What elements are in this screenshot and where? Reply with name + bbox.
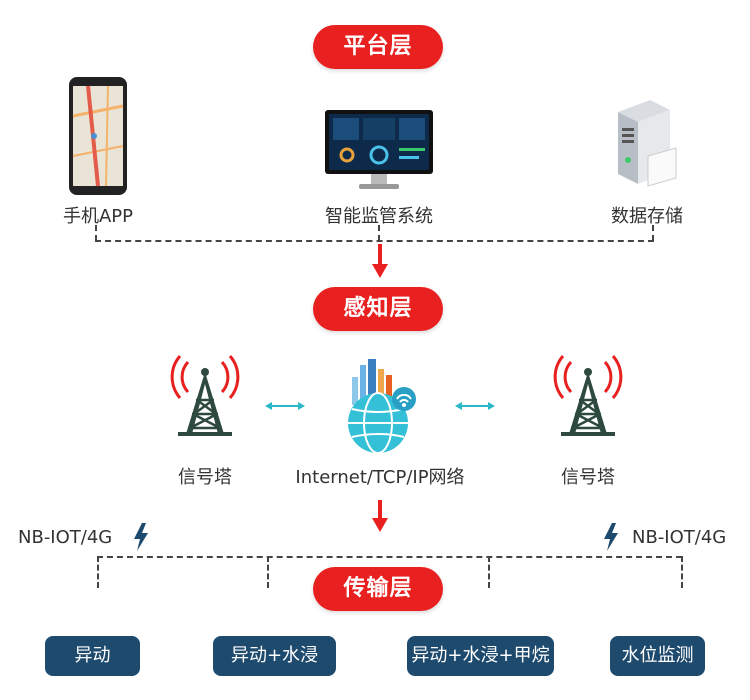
sensor-box: 异动+水浸+甲烷 [407,636,554,676]
lightning-icon [134,523,148,551]
lightning-icon [604,523,618,551]
connector-line [488,556,490,588]
arrow-down-icon [372,500,388,532]
smartphone-map-icon [69,77,127,195]
signal-tower-icon [553,355,623,436]
connector-line [97,556,682,558]
transport-layer-title: 传输层 [313,567,443,611]
sensor-box: 水位监测 [610,636,705,676]
connector-line [652,225,654,241]
bidirectional-arrow-icon [455,402,495,410]
sensor-box: 异动+水浸 [213,636,336,676]
bidirectional-arrow-icon [265,402,305,410]
connector-line [378,225,380,241]
sensing-left-label: 信号塔 [178,467,232,488]
connector-line [95,240,654,242]
server-icon [618,100,677,187]
sensing-right-label: 信号塔 [561,467,615,488]
sensor-box: 异动 [45,636,140,676]
link-right-label: NB-IOT/4G [632,527,727,548]
connector-line [97,556,99,588]
arrow-down-icon [372,244,388,278]
globe-network-icon [348,359,416,454]
connector-line [267,556,269,588]
connector-line [681,556,683,588]
platform-item-label: 数据存储 [611,206,683,227]
platform-item-label: 智能监管系统 [325,206,433,227]
platform-layer-title: 平台层 [313,25,443,69]
link-left-label: NB-IOT/4G [18,527,113,548]
sensing-center-label: Internet/TCP/IP网络 [295,467,465,488]
signal-tower-icon [170,355,240,436]
monitor-dashboard-icon [325,110,433,189]
platform-item-label: 手机APP [62,206,134,227]
connector-line [95,225,97,241]
sensing-layer-title: 感知层 [313,287,443,331]
